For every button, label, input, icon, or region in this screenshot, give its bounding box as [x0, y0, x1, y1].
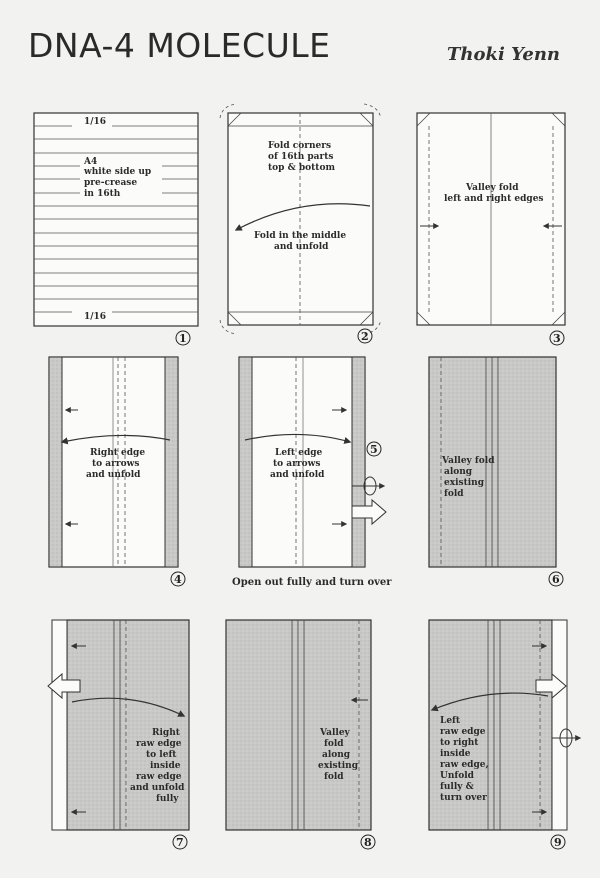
- step1-label-precrease: pre-crease: [84, 178, 137, 188]
- step-number-4: 4: [174, 573, 182, 586]
- step9-label-5: raw edge,: [440, 760, 489, 770]
- step-7: Right raw edge to left inside raw edge a…: [47, 619, 190, 850]
- step6-label-2: along: [444, 467, 473, 477]
- step-8: Valley fold along existing fold 8: [225, 619, 376, 850]
- step9-label-7: fully &: [440, 782, 474, 792]
- step1-label-bottom: 1/16: [84, 312, 106, 322]
- hollow-arrow-icon: [47, 672, 81, 700]
- step2-label-5: and unfold: [274, 242, 329, 252]
- step7-label-2: raw edge: [136, 739, 182, 749]
- turn-over-icon: [352, 476, 386, 496]
- step8-label-5: fold: [324, 772, 344, 782]
- step7-label-7: fully: [156, 794, 179, 804]
- step7-label-3: to left: [146, 750, 177, 760]
- step8-label-4: existing: [318, 761, 359, 771]
- step-3: Valley fold left and right edges 3: [416, 112, 566, 346]
- step2-label-3: top & bottom: [268, 163, 335, 173]
- open-out-arrow-icon: [351, 498, 387, 526]
- step-number-6: 6: [552, 573, 560, 586]
- step3-label-2: left and right edges: [444, 194, 544, 204]
- step6-label-1: Valley fold: [441, 456, 495, 466]
- step9-label-3: to right: [440, 738, 479, 748]
- step-number-3: 3: [553, 332, 561, 345]
- step2-label-4: Fold in the middle: [254, 231, 346, 241]
- step9-label-8: turn over: [440, 793, 487, 803]
- step2-label-1: Fold corners: [268, 141, 331, 151]
- page-title: DNA-4 MOLECULE: [28, 26, 331, 65]
- step-1: 1/16 A4 white side up pre-crease in 16th…: [33, 112, 199, 346]
- step4-label-3: and unfold: [86, 470, 141, 480]
- step7-label-1: Right: [152, 728, 181, 738]
- step1-label-top: 1/16: [84, 117, 106, 127]
- step8-label-1: Valley: [319, 728, 351, 738]
- turn-over-icon-9: [552, 728, 582, 748]
- step1-label-16th: in 16th: [84, 189, 121, 199]
- author-name: Thoki Yenn: [447, 44, 560, 65]
- step-5: Left edge to arrows and unfold 5: [238, 356, 387, 568]
- step9-label-6: Unfold: [440, 771, 475, 781]
- step-4: Right edge to arrows and unfold 4: [48, 356, 186, 587]
- open-out-caption: Open out fully and turn over: [232, 577, 392, 588]
- step-number-5: 5: [370, 443, 378, 456]
- step-2: Fold corners of 16th parts top & bottom …: [219, 103, 382, 344]
- step-6: Valley fold along existing fold 6: [428, 356, 564, 587]
- step5-label-1: Left edge: [275, 448, 323, 458]
- step-number-1: 1: [179, 332, 187, 345]
- step9-label-2: raw edge: [440, 727, 486, 737]
- step5-label-2: to arrows: [273, 459, 320, 469]
- step3-label-1: Valley fold: [465, 183, 519, 193]
- step7-label-4: inside: [150, 761, 181, 771]
- step7-label-6: and unfold: [130, 783, 185, 793]
- step9-label-1: Left: [440, 716, 461, 726]
- step-number-7: 7: [176, 836, 184, 849]
- step9-label-4: inside: [440, 749, 471, 759]
- hollow-arrow-icon-9: [535, 672, 567, 700]
- step7-label-5: raw edge: [136, 772, 182, 782]
- step1-label-a4: A4: [83, 157, 97, 167]
- step6-label-4: fold: [444, 489, 464, 499]
- step2-label-2: of 16th parts: [268, 152, 333, 162]
- step1-label-white: white side up: [83, 167, 151, 177]
- step-number-8: 8: [364, 836, 372, 849]
- step-number-9: 9: [554, 836, 562, 849]
- step-9: Left raw edge to right inside raw edge, …: [428, 619, 582, 850]
- step5-label-3: and unfold: [270, 470, 325, 480]
- step8-label-2: fold: [324, 739, 344, 749]
- step6-label-3: existing: [444, 478, 485, 488]
- step8-label-3: along: [322, 750, 351, 760]
- step-number-2: 2: [361, 330, 369, 343]
- step4-label-1: Right edge: [90, 448, 145, 458]
- step4-label-2: to arrows: [92, 459, 139, 469]
